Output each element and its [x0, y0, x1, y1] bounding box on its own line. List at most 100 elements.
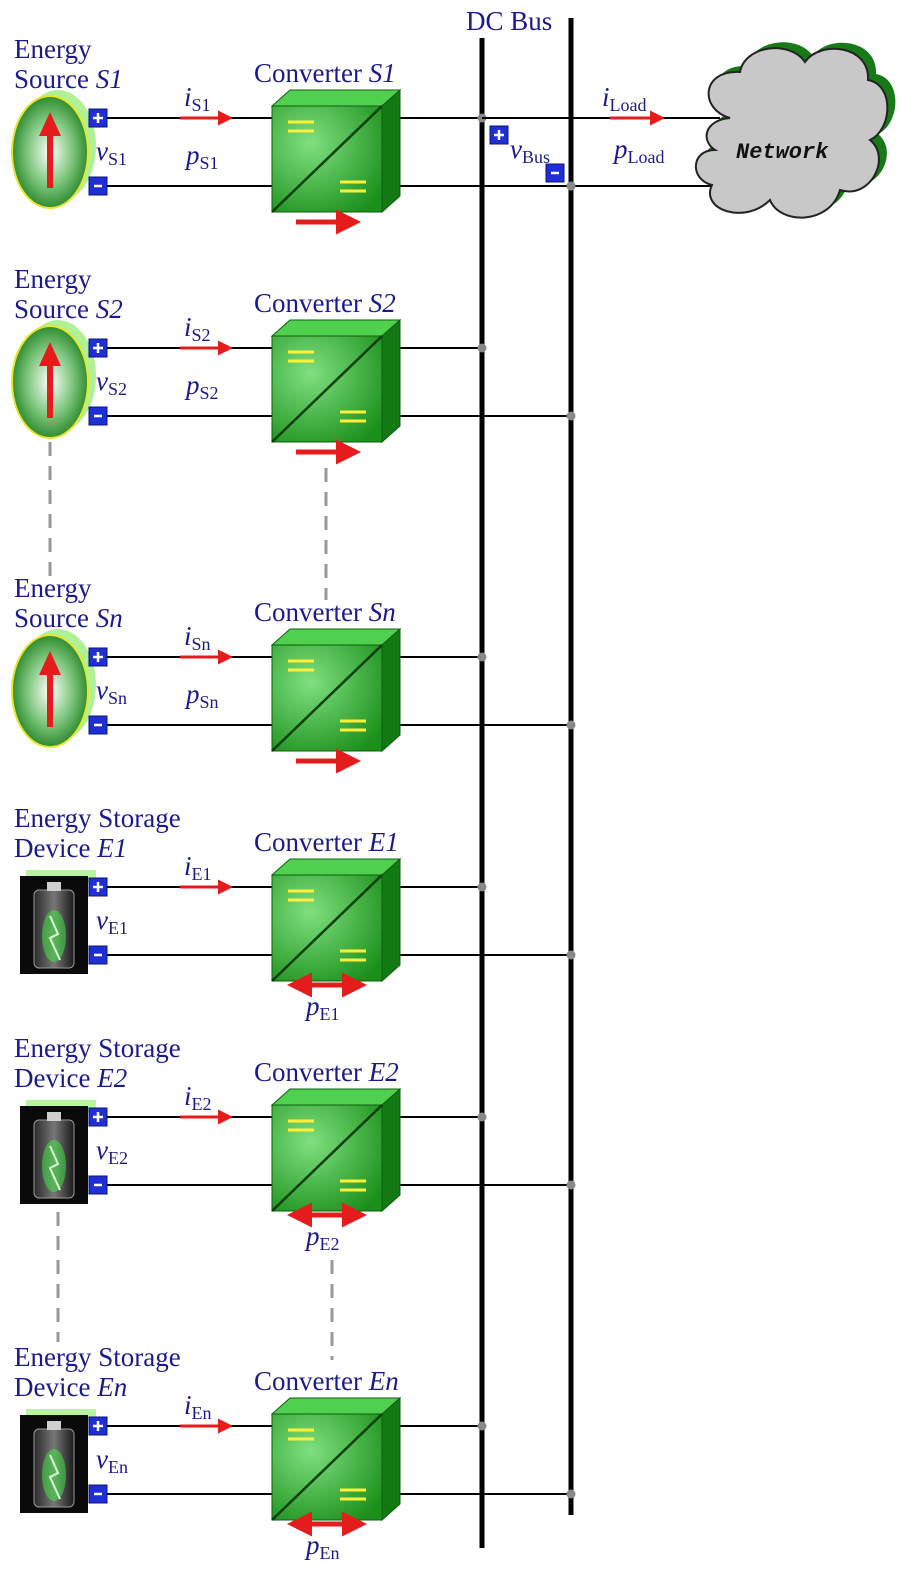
source-row-sn-converter-box-diagonal [271, 644, 383, 752]
source-row-s1-current-source-icon [11, 90, 96, 209]
storage-row-e1-power-label-symbol: p [304, 991, 320, 1021]
storage-row-e1-converter-id: E1 [368, 827, 399, 857]
source-row-sn-converter-word: Converter [254, 597, 369, 627]
storage-row-en-current-label-subscript: En [192, 1403, 212, 1423]
storage-row-e2-converter-title: Converter E2 [254, 1057, 399, 1087]
network-cloud-icon: Network [694, 42, 896, 219]
source-row-s2-current-label-subscript: S2 [192, 325, 211, 345]
storage-row-e1-title-line1: Energy Storage [14, 803, 181, 833]
source-row-sn-current-source-icon-arrow-head [39, 651, 61, 675]
storage-row-en-battery-icon [20, 1409, 96, 1513]
source-row-sn-id: Sn [96, 603, 123, 633]
storage-row-e2-converter-box [270, 1087, 402, 1213]
source-row-s1-title1: Energy [14, 34, 92, 64]
storage-row-e2-minus-terminal [88, 1175, 108, 1195]
storage-row-e2-converter-id: E2 [368, 1057, 399, 1087]
source-row-sn-voltage-label-symbol: v [96, 675, 108, 705]
storage-row-e2-converter-box-top-face [270, 1088, 402, 1106]
storage-row-e2-negative-junction [566, 1180, 576, 1190]
load-power-label: pLoad [612, 134, 664, 167]
storage-row-e1-converter-box-diagonal [271, 874, 383, 982]
storage-row-e1-current-label-subscript: E1 [192, 864, 212, 884]
source-row-s2-voltage-label-subscript: S2 [108, 379, 127, 399]
source-row-sn-current-label-subscript: Sn [192, 634, 211, 654]
storage-row-en-power-label-symbol: p [304, 1530, 320, 1560]
storage-row-en-id: En [96, 1372, 127, 1402]
storage-row-e2-positive-junction [477, 1112, 487, 1122]
bus-voltage-label-symbol: v [510, 134, 522, 164]
source-row-s1-title2: Source [14, 64, 96, 94]
load-current-label-symbol: i [602, 82, 610, 112]
storage-row-e1-converter-box [270, 857, 402, 983]
storage-row-e1-converter-word: Converter [254, 827, 369, 857]
storage-row-en-power-label-subscript: En [320, 1543, 340, 1563]
storage-row-e1-voltage-label-subscript: E1 [108, 918, 128, 938]
storage-row-en-voltage-label-subscript: En [108, 1457, 128, 1477]
source-row-s1-power-label: pS1 [184, 140, 219, 173]
source-row-s1-plus-terminal [88, 108, 108, 128]
storage-row-e2-current-label: iE2 [184, 1081, 212, 1114]
bus-plus-terminal [489, 125, 509, 145]
source-row-s2-voltage-label-symbol: v [96, 366, 108, 396]
source-row-s1-current-label: iS1 [184, 82, 211, 115]
storage-row-e1-battery-icon [20, 870, 96, 974]
network-label: Network [736, 140, 829, 165]
storage-row-en-minus-terminal [88, 1484, 108, 1504]
source-row-s2-converter-box-side-face [381, 318, 401, 444]
source-row-s1-power-label-subscript: S1 [200, 153, 219, 173]
storage-row-e2-current-label-symbol: i [184, 1081, 192, 1111]
storage-row-en-power-label: pEn [304, 1530, 340, 1563]
source-row-sn-title-line1: Energy [14, 573, 92, 603]
storage-row-e2-converter-box-diagonal [271, 1104, 383, 1212]
bus-voltage-label-subscript: Bus [522, 147, 550, 167]
source-row-s2-current-source-icon [11, 320, 96, 439]
storage-row-e2-converter-box-side-face [381, 1087, 401, 1213]
storage-row-e2-id: E2 [96, 1063, 127, 1093]
storage-row-e1-positive-junction [477, 882, 487, 892]
source-row-sn-current-label-symbol: i [184, 621, 192, 651]
source-row-sn-current-source-icon [11, 629, 96, 748]
source-row-s2-power-label: pS2 [184, 370, 219, 403]
source-row-s1-current-label-symbol: i [184, 82, 192, 112]
storage-row-e1-current-label-symbol: i [184, 851, 192, 881]
source-row-s2-id: S2 [96, 294, 123, 324]
source-row-sn-positive-junction [477, 652, 487, 662]
source-row-s1-id: S1 [96, 64, 123, 94]
storage-row-e2-battery-icon-bolt [48, 1145, 61, 1191]
source-row-sn-title-line2: Source Sn [14, 603, 123, 633]
storage-row-en-title1: Energy Storage [14, 1342, 181, 1372]
source-row-s1-current-source-icon-arrow-head [39, 112, 61, 136]
source-row-s1-title-line1: Energy [14, 34, 92, 64]
source-row-s2-title2: Source [14, 294, 96, 324]
storage-row-en-converter-box-diagonal [271, 1413, 383, 1521]
network-cloud-body [694, 47, 889, 219]
storage-row-e1-title2: Device [14, 833, 97, 863]
storage-row-en-voltage-label-symbol: v [96, 1444, 108, 1474]
storage-row-e1-title1: Energy Storage [14, 803, 181, 833]
source-row-sn-minus-terminal [88, 715, 108, 735]
storage-row-e2-title1: Energy Storage [14, 1033, 181, 1063]
source-row-s1-converter-box-side-face [381, 88, 401, 214]
storage-row-en-title-line1: Energy Storage [14, 1342, 181, 1372]
source-row-s2-converter-title: Converter S2 [254, 288, 396, 318]
source-row-sn-title1: Energy [14, 573, 92, 603]
source-row-sn-negative-junction [566, 720, 576, 730]
storage-row-en-battery-icon-terminal-cap [47, 1421, 61, 1430]
storage-row-e2-voltage-label-subscript: E2 [108, 1148, 128, 1168]
source-row-s2-minus-terminal [88, 406, 108, 426]
storage-row-e2-power-label-subscript: E2 [320, 1234, 340, 1254]
storage-row-e2-converter-word: Converter [254, 1057, 369, 1087]
source-row-s1-current-label-subscript: S1 [192, 95, 211, 115]
source-row-s2-title-line2: Source S2 [14, 294, 123, 324]
storage-row-en-negative-junction [566, 1489, 576, 1499]
storage-row-en-converter-box [270, 1396, 402, 1522]
source-row-sn-power-label-subscript: Sn [200, 692, 219, 712]
source-row-sn-converter-id: Sn [369, 597, 396, 627]
storage-row-en-current-label: iEn [184, 1390, 212, 1423]
storage-row-e1-converter-box-side-face [381, 857, 401, 983]
